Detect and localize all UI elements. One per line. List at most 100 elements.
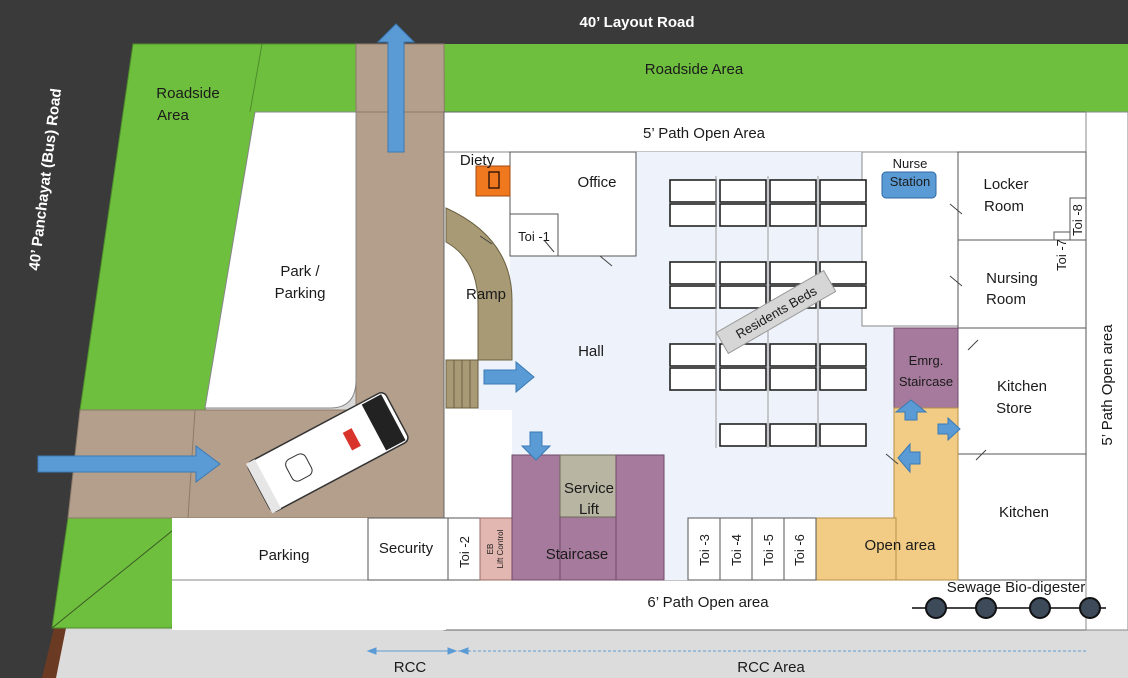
toi-7-label: Toi -7 xyxy=(1054,239,1069,271)
diety-label: Diety xyxy=(460,152,495,169)
path-bottom-label: 6’ Path Open area xyxy=(647,594,769,611)
digester-2-icon xyxy=(975,597,997,619)
service-lift-label-1: Service xyxy=(564,480,614,497)
ambulance-icon xyxy=(245,392,409,514)
open-area-arrow-icon xyxy=(897,442,921,474)
park-parking-label-2: Parking xyxy=(275,285,326,302)
roadside-area-left-label-1: Roadside xyxy=(156,85,219,102)
kitchen-store xyxy=(957,327,1087,455)
eb-label: EB xyxy=(486,544,495,555)
bed-9 xyxy=(669,261,717,285)
digester-1-icon xyxy=(925,597,947,619)
staircase-label: Staircase xyxy=(546,546,609,563)
bed-19 xyxy=(769,343,817,367)
eb-lift-control-room xyxy=(479,517,513,581)
nursing-room-label-1: Nursing xyxy=(986,270,1038,287)
toi-5-label: Toi -5 xyxy=(761,534,776,566)
service-lift xyxy=(559,454,617,518)
bed-3 xyxy=(769,179,817,203)
path-right-strip xyxy=(1085,111,1128,631)
bed-6 xyxy=(719,203,767,227)
panchayat-road xyxy=(0,0,135,678)
bottom-road-strip xyxy=(52,630,1128,678)
emrg-staircase-label-1: Emrg. xyxy=(909,353,944,368)
park-parking-area xyxy=(204,111,357,409)
bed-8 xyxy=(819,203,867,227)
lift-control-label: Lift Control xyxy=(496,529,505,568)
hall-label: Hall xyxy=(578,343,604,360)
parking-label: Parking xyxy=(259,547,310,564)
toi-8-label: Toi -8 xyxy=(1070,204,1085,236)
bed-4 xyxy=(819,179,867,203)
roadside-diagonal xyxy=(51,517,189,629)
diety-box xyxy=(475,165,511,197)
exit-arrow-icon xyxy=(376,23,416,153)
bed-25 xyxy=(719,423,767,447)
digester-3-icon xyxy=(1029,597,1051,619)
layout-road xyxy=(0,0,1128,44)
brown-edge xyxy=(42,628,66,678)
bed-22 xyxy=(719,367,767,391)
toi-4-label: Toi -4 xyxy=(729,534,744,566)
nursing-room-label-2: Room xyxy=(986,291,1026,308)
bed-20 xyxy=(819,343,867,367)
toi-6-label: Toi -6 xyxy=(792,534,807,566)
kitchen xyxy=(957,453,1087,581)
locker-room-label-1: Locker xyxy=(983,176,1028,193)
ramp-label: Ramp xyxy=(466,286,506,303)
bed-17 xyxy=(669,343,717,367)
rcc-label: RCC xyxy=(394,659,427,676)
staircase-down-arrow-icon xyxy=(520,431,552,461)
bed-14 xyxy=(719,285,767,309)
security-label: Security xyxy=(379,540,434,557)
residents-beds-group xyxy=(669,176,867,448)
toi-4-room xyxy=(719,517,753,581)
open-area-right xyxy=(893,407,959,581)
arrows xyxy=(37,23,961,483)
path-right-label: 5’ Path Open area xyxy=(1099,324,1116,446)
emrg-up-arrow-icon xyxy=(894,399,928,421)
bed-10 xyxy=(719,261,767,285)
locker-room xyxy=(957,151,1087,241)
security-room xyxy=(367,517,449,581)
open-area-bottom xyxy=(815,517,897,581)
bed-1 xyxy=(669,179,717,203)
toi-6-room xyxy=(783,517,817,581)
toi-1-room xyxy=(509,213,559,257)
kitchen-store-label-2: Store xyxy=(996,400,1032,417)
bed-2 xyxy=(719,179,767,203)
digester-4-icon xyxy=(1079,597,1101,619)
bed-13 xyxy=(669,285,717,309)
diety-icon xyxy=(488,171,500,189)
nurse-station-label-2: Station xyxy=(890,174,930,189)
office-label: Office xyxy=(578,174,617,191)
toi-3-label: Toi -3 xyxy=(697,534,712,566)
kitchen-store-label-1: Kitchen xyxy=(997,378,1047,395)
nurse-station-box xyxy=(881,171,937,199)
bed-21 xyxy=(669,367,717,391)
emrg-staircase xyxy=(893,327,959,409)
rcc-area-label: RCC Area xyxy=(737,659,805,676)
roadside-divider xyxy=(249,43,263,113)
toi-5-room xyxy=(751,517,785,581)
bed-26 xyxy=(769,423,817,447)
path-top-label: 5’ Path Open Area xyxy=(643,125,766,142)
open-area-label: Open area xyxy=(865,537,937,554)
toi-2-label: Toi -2 xyxy=(457,536,472,568)
service-lift-label-2: Lift xyxy=(579,501,600,518)
kitchen-label: Kitchen xyxy=(999,504,1049,521)
rcc-dimension-lines xyxy=(366,647,1086,655)
bed-24 xyxy=(819,367,867,391)
bed-7 xyxy=(769,203,817,227)
roadside-area-top xyxy=(444,44,1128,112)
toi-1-label: Toi -1 xyxy=(518,229,550,244)
door-marks xyxy=(479,203,987,465)
locker-room-label-2: Room xyxy=(984,198,1024,215)
bed-23 xyxy=(769,367,817,391)
hall-arrow-icon xyxy=(483,360,535,394)
roadside-area-top-label: Roadside Area xyxy=(645,61,744,78)
layout-road-label: 40’ Layout Road xyxy=(579,14,694,31)
sewage-bio-digesters xyxy=(912,597,1106,619)
sewage-label: Sewage Bio-digester xyxy=(947,579,1085,596)
